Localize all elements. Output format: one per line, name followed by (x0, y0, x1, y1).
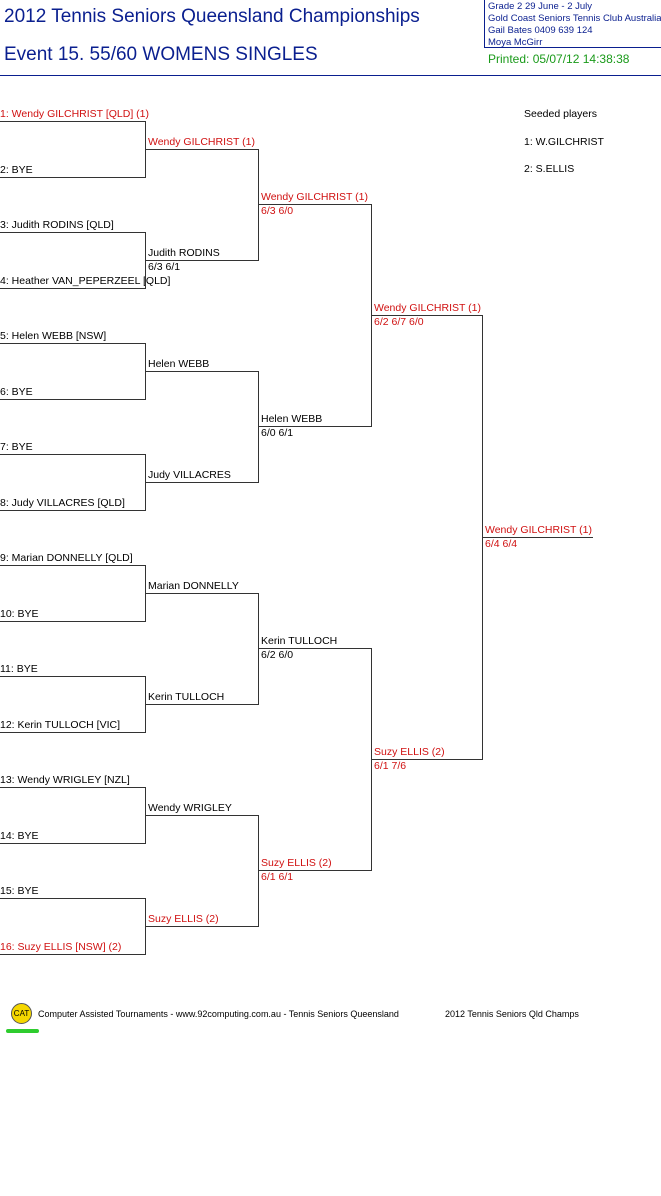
r2-winner-8: Suzy ELLIS (2) (148, 913, 219, 925)
r2-line (145, 371, 259, 372)
r3-winner-2: Helen WEBB (261, 413, 323, 425)
r1-line (0, 454, 146, 455)
r3-line (258, 648, 372, 649)
r2-connector (258, 593, 259, 705)
footer-credit: Computer Assisted Tournaments - www.92co… (38, 1009, 399, 1019)
r2-line (145, 926, 259, 927)
r1-line (0, 399, 146, 400)
cat-logo-text: CAT (13, 1009, 30, 1018)
r5-line (482, 537, 593, 538)
draw-position-4: 4: Heather VAN_PEPERZEEL [QLD] (0, 275, 171, 287)
draw-position-13: 13: Wendy WRIGLEY [NZL] (0, 774, 130, 786)
r3-line (258, 870, 372, 871)
printed-timestamp: Printed: 05/07/12 14:38:38 (488, 52, 630, 66)
draw-position-6: 6: BYE (0, 386, 33, 398)
draw-position-5: 5: Helen WEBB [NSW] (0, 330, 107, 342)
r1-line (0, 676, 146, 677)
r1-line (0, 954, 146, 955)
r3-line (258, 204, 372, 205)
r1-line (0, 288, 146, 289)
r1-line (0, 565, 146, 566)
r1-line (0, 177, 146, 178)
r3-score-1: 6/3 6/0 (261, 205, 294, 217)
r2-winner-1: Wendy GILCHRIST (1) (148, 136, 255, 148)
r2-winner-7: Wendy WRIGLEY (148, 802, 232, 814)
cat-logo: CAT (11, 1003, 32, 1024)
r5-score-1: 6/4 6/4 (485, 538, 518, 550)
r3-winner-4: Suzy ELLIS (2) (261, 857, 332, 869)
r2-score-2: 6/3 6/1 (148, 261, 181, 273)
r1-line (0, 232, 146, 233)
info-line-grade: Grade 2 29 June - 2 July (488, 1, 593, 12)
info-line-referee: Moya McGirr (488, 37, 543, 48)
draw-position-15: 15: BYE (0, 885, 39, 897)
r4-line (371, 759, 483, 760)
footer-event: 2012 Tennis Seniors Qld Champs (445, 1009, 579, 1019)
r1-line (0, 787, 146, 788)
draw-position-1: 1: Wendy GILCHRIST [QLD] (1) (0, 108, 149, 120)
r3-line (258, 426, 372, 427)
r1-line (0, 843, 146, 844)
r1-line (0, 121, 146, 122)
r2-connector (258, 149, 259, 261)
draw-position-12: 12: Kerin TULLOCH [VIC] (0, 719, 121, 731)
page-title: 2012 Tennis Seniors Queensland Champions… (4, 6, 420, 27)
r2-line (145, 704, 259, 705)
r2-line (145, 482, 259, 483)
cat-logo-underline (6, 1029, 39, 1033)
draw-position-9: 9: Marian DONNELLY [QLD] (0, 552, 133, 564)
r3-winner-3: Kerin TULLOCH (261, 635, 338, 647)
r2-line (145, 260, 259, 261)
draw-position-2: 2: BYE (0, 164, 33, 176)
r3-score-2: 6/0 6/1 (261, 427, 294, 439)
draw-position-3: 3: Judith RODINS [QLD] (0, 219, 114, 231)
r4-score-1: 6/2 6/7 6/0 (374, 316, 424, 328)
r5-winner-1: Wendy GILCHRIST (1) (485, 524, 592, 536)
r2-winner-4: Judy VILLACRES (148, 469, 231, 481)
r2-winner-2: Judith RODINS (148, 247, 220, 259)
r2-winner-3: Helen WEBB (148, 358, 210, 370)
r2-winner-5: Marian DONNELLY (148, 580, 239, 592)
r4-winner-1: Wendy GILCHRIST (1) (374, 302, 481, 314)
draw-position-16: 16: Suzy ELLIS [NSW] (2) (0, 941, 122, 953)
draw-position-7: 7: BYE (0, 441, 33, 453)
r1-line (0, 510, 146, 511)
r1-line (0, 898, 146, 899)
r3-winner-1: Wendy GILCHRIST (1) (261, 191, 368, 203)
header-divider (0, 75, 661, 76)
r4-score-2: 6/1 7/6 (374, 760, 407, 772)
r2-connector (258, 371, 259, 483)
r2-line (145, 815, 259, 816)
event-title: Event 15. 55/60 WOMENS SINGLES (4, 44, 318, 65)
r1-line (0, 621, 146, 622)
info-line-venue: Gold Coast Seniors Tennis Club Australia (488, 13, 661, 24)
r2-winner-6: Kerin TULLOCH (148, 691, 225, 703)
r4-winner-2: Suzy ELLIS (2) (374, 746, 445, 758)
r3-score-3: 6/2 6/0 (261, 649, 294, 661)
seeded-player-1: 1: W.GILCHRIST (524, 136, 604, 148)
r2-line (145, 593, 259, 594)
tournament-info-box (484, 0, 661, 48)
r2-line (145, 149, 259, 150)
r4-line (371, 315, 483, 316)
draw-position-10: 10: BYE (0, 608, 39, 620)
info-line-contact: Gail Bates 0409 639 124 (488, 25, 593, 36)
seeded-player-2: 2: S.ELLIS (524, 163, 575, 175)
r2-connector (258, 815, 259, 927)
r3-score-4: 6/1 6/1 (261, 871, 294, 883)
r1-line (0, 343, 146, 344)
r1-line (0, 732, 146, 733)
draw-position-8: 8: Judy VILLACRES [QLD] (0, 497, 125, 509)
seeded-heading: Seeded players (524, 108, 597, 120)
draw-position-11: 11: BYE (0, 663, 38, 675)
draw-position-14: 14: BYE (0, 830, 39, 842)
